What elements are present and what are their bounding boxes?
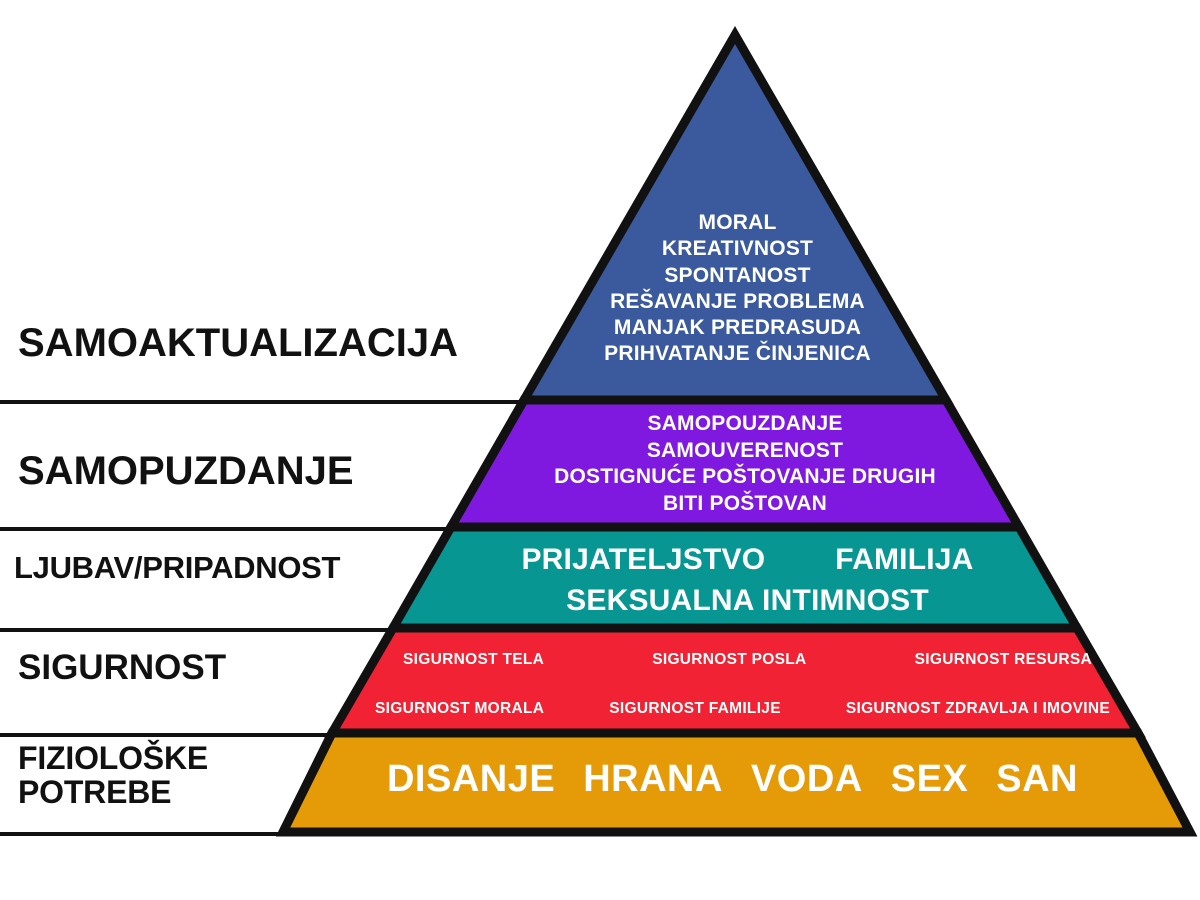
level-label-safety: SIGURNOST [18,648,227,687]
level-label-physiological: FIZIOLOŠKE POTREBE [18,740,209,810]
divider-self-esteem [0,400,520,404]
tier-esteem-shape [443,395,1027,532]
tier-self-actualization-shape [516,26,954,405]
tier-physiological-shape [275,728,1198,837]
divider-esteem-love [0,527,470,531]
tier-safety-shape [324,623,1146,738]
level-label-esteem: SAMOPUZDANJE [18,449,354,493]
divider-safety-physiological [0,733,337,737]
level-label-self-actualization: SAMOAKTUALIZACIJA [18,321,458,365]
level-label-love-belonging: LJUBAV/PRIPADNOST [14,550,341,585]
tier-love-shape [385,522,1085,633]
divider-love-safety [0,628,420,632]
divider-baseline [0,832,290,836]
